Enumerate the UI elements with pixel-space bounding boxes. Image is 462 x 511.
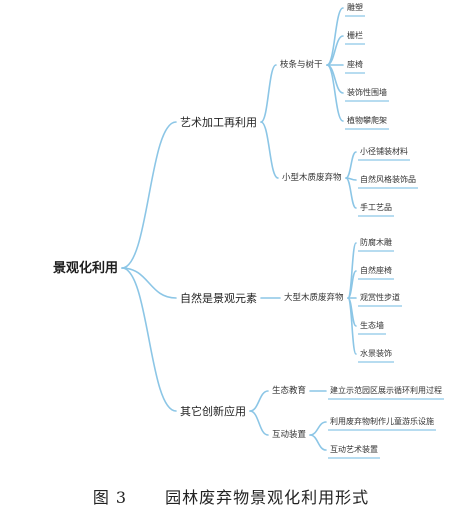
child-leaf-connector-12 bbox=[345, 177, 357, 209]
child-leaf-connector-5 bbox=[326, 35, 344, 66]
leaf-decorative-wall: 装饰性围墙 bbox=[347, 88, 387, 97]
leaf-eco-wall: 生态墙 bbox=[360, 321, 384, 330]
node-interactive-installation: 互动装置 bbox=[272, 429, 307, 440]
branch-other-innovation: 其它创新应用 bbox=[180, 404, 246, 418]
child-leaf-connector-23 bbox=[309, 434, 327, 451]
leaf-handicraft: 手工艺品 bbox=[360, 203, 392, 212]
figure-title: 园林废弃物景观化利用形式 bbox=[165, 488, 370, 507]
leaf-preserved-wood-carving: 防腐木雕 bbox=[360, 238, 392, 247]
branch-natural-element: 自然是景观元素 bbox=[180, 291, 257, 305]
root-branch-connector-2 bbox=[121, 267, 177, 412]
figure-number: 图 3 bbox=[92, 488, 128, 507]
node-large-wood-waste: 大型木质废弃物 bbox=[284, 292, 344, 303]
leaf-plant-trellis: 植物攀爬架 bbox=[347, 116, 387, 125]
root-branch-connector-1 bbox=[121, 267, 177, 299]
child-leaf-connector-10 bbox=[345, 151, 357, 179]
leaf-playground: 利用废弃物制作儿童游乐设施 bbox=[330, 417, 434, 426]
branch-art-reuse: 艺术加工再利用 bbox=[180, 115, 257, 129]
figure-caption: 图 3 园林废弃物景观化利用形式 bbox=[0, 484, 462, 508]
leaf-seat: 座椅 bbox=[347, 60, 363, 69]
leaf-natural-decor: 自然风格装饰品 bbox=[360, 175, 416, 184]
child-leaf-connector-8 bbox=[326, 64, 344, 122]
connector-lines bbox=[121, 7, 444, 459]
branch-child-connector-3 bbox=[260, 64, 277, 123]
leaf-demo-park: 建立示范园区展示循环利用过程 bbox=[330, 386, 442, 395]
leaf-interactive-art: 互动艺术装置 bbox=[330, 445, 378, 454]
node-branches-and-trunks: 枝条与树干 bbox=[280, 59, 323, 70]
leaf-path-paving: 小径铺装材料 bbox=[360, 147, 408, 156]
root-node: 景观化利用 bbox=[53, 260, 119, 276]
leaf-fence: 栅栏 bbox=[347, 31, 363, 40]
branch-child-connector-9 bbox=[260, 121, 279, 179]
leaf-natural-seat: 自然座椅 bbox=[360, 266, 392, 275]
node-eco-education: 生态教育 bbox=[272, 385, 307, 396]
node-small-wood-waste: 小型木质废弃物 bbox=[282, 172, 342, 183]
child-leaf-connector-14 bbox=[347, 242, 357, 299]
leaf-sculpture: 雕塑 bbox=[347, 3, 363, 12]
child-leaf-connector-22 bbox=[309, 421, 327, 436]
root-branch-connector-0 bbox=[121, 121, 177, 269]
leaf-waterscape-decor: 水景装饰 bbox=[360, 349, 392, 358]
leaf-scenic-trail: 观赏性步道 bbox=[360, 293, 400, 302]
child-leaf-connector-18 bbox=[347, 297, 357, 355]
branch-child-connector-19 bbox=[249, 390, 269, 412]
branch-child-connector-21 bbox=[249, 410, 269, 436]
